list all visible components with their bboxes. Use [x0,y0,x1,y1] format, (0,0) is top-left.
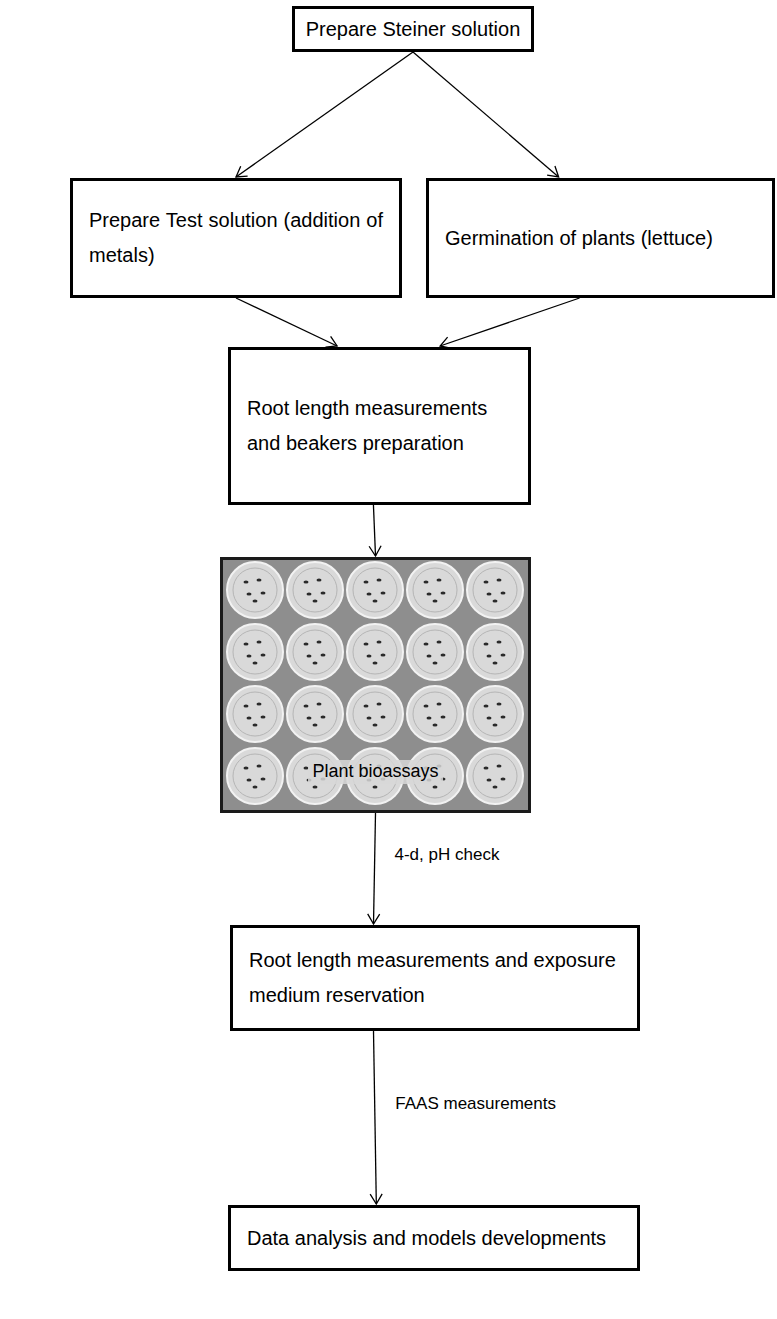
process-box: Root length measurements and beakers pre… [228,347,531,505]
process-box: Prepare Steiner solution [292,6,534,52]
box-text: Data analysis and models developments [247,1221,621,1256]
process-box: Root length measurements and exposure me… [230,925,640,1031]
flow-arrow [373,505,375,556]
box-text: Germination of plants (lettuce) [445,221,756,256]
flow-arrow [374,1031,377,1204]
box-text: Prepare Steiner solution [305,12,521,47]
flow-arrow [413,52,559,177]
box-text: Root length measurements and exposure me… [249,943,621,1013]
process-box: Prepare Test solution (addition of metal… [70,178,402,298]
box-text: Prepare Test solution (addition of metal… [89,203,383,273]
process-box: Germination of plants (lettuce) [426,178,775,298]
arrow-label: FAAS measurements [392,1094,559,1114]
flow-arrow [440,298,579,346]
process-box: Data analysis and models developments [228,1205,640,1271]
flow-arrow [236,298,337,346]
photo-caption: Plant bioassays [308,760,442,784]
flow-arrow [374,813,376,924]
flow-arrow [236,52,413,177]
arrow-label: 4-d, pH check [392,845,503,865]
box-text: Root length measurements and beakers pre… [247,391,512,461]
photo-box: Plant bioassays [220,557,531,813]
